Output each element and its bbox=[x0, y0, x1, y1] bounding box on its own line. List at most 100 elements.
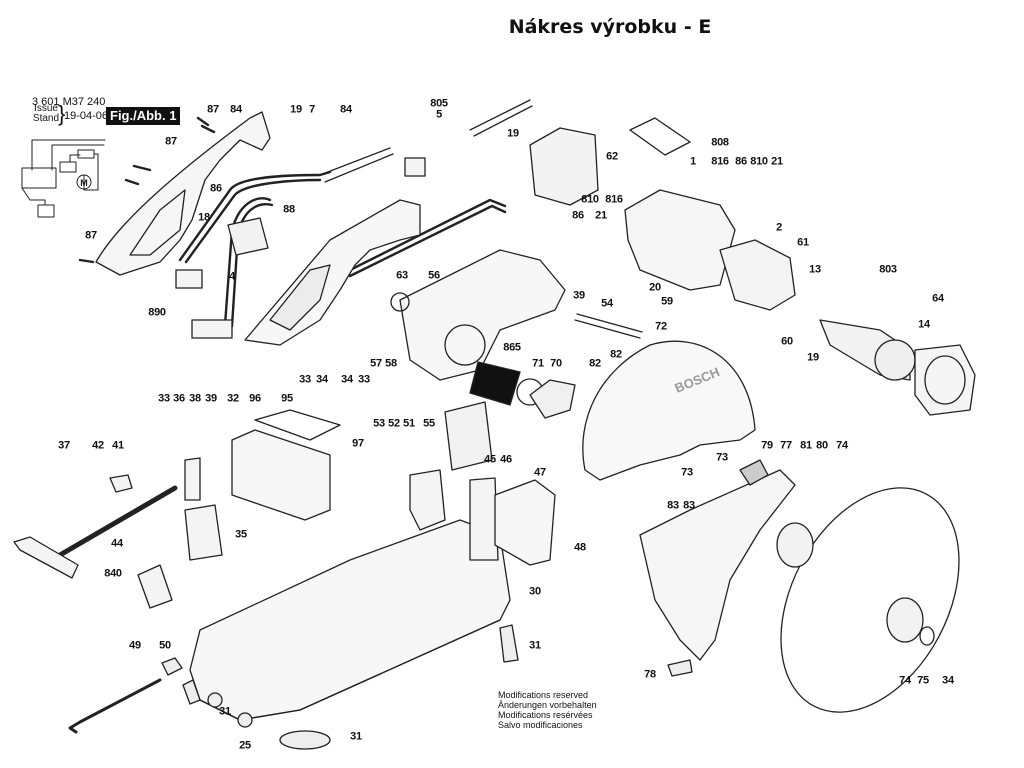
foot-front bbox=[279, 730, 331, 750]
callout-label: 59 bbox=[661, 295, 673, 308]
callout-label: 55 bbox=[423, 417, 435, 430]
hex-wrench bbox=[68, 678, 162, 734]
callout-label: 81 bbox=[800, 439, 812, 452]
base-edge bbox=[199, 619, 501, 721]
callout-label: 1 bbox=[690, 155, 696, 168]
lower-guard bbox=[639, 469, 796, 661]
callout-label: 31 bbox=[350, 730, 362, 743]
callout-label: 42 bbox=[92, 439, 104, 452]
shaft-rod bbox=[574, 313, 643, 339]
callout-label: 58 bbox=[385, 357, 397, 370]
rating-label bbox=[629, 117, 691, 156]
callout-label: 25 bbox=[239, 739, 251, 752]
callout-label: 39 bbox=[573, 289, 585, 302]
figure-label: Fig./Abb. 1 bbox=[106, 107, 181, 125]
callout-label: 18 bbox=[198, 211, 210, 224]
callout-label: 82 bbox=[589, 357, 601, 370]
callout-label: 21 bbox=[771, 155, 783, 168]
callout-label: 37 bbox=[58, 439, 70, 452]
callout-label: 816 bbox=[711, 155, 729, 168]
callout-label: 52 bbox=[388, 417, 400, 430]
callout-label: 49 bbox=[129, 639, 141, 652]
callout-label: 39 bbox=[205, 392, 217, 405]
callout-label: 82 bbox=[610, 348, 622, 361]
callout-label: 64 bbox=[932, 292, 944, 305]
notice-en: Modifications reserved bbox=[498, 690, 589, 700]
callout-label: 78 bbox=[644, 668, 656, 681]
callout-label: 803 bbox=[879, 263, 897, 276]
callout-label: 56 bbox=[428, 269, 440, 282]
callout-label: 890 bbox=[148, 306, 166, 319]
nut bbox=[207, 692, 223, 708]
callout-label: 73 bbox=[681, 466, 693, 479]
callout-label: 34 bbox=[341, 373, 353, 386]
callout-label: 51 bbox=[403, 417, 415, 430]
modifications-notice: Modifications reserved Änderungen vorbeh… bbox=[498, 690, 597, 730]
callout-label: 19 bbox=[290, 103, 302, 116]
callout-label: 96 bbox=[249, 392, 261, 405]
end-shield bbox=[914, 344, 976, 416]
callout-label: 79 bbox=[761, 439, 773, 452]
callout-label: 73 bbox=[716, 451, 728, 464]
callout-label: 87 bbox=[207, 103, 219, 116]
guard-stop bbox=[667, 659, 693, 677]
callout-label: 34 bbox=[316, 373, 328, 386]
vise-spindle bbox=[13, 485, 178, 579]
callout-label: 31 bbox=[529, 639, 541, 652]
wiring-schematic: M bbox=[21, 139, 106, 218]
callout-label: 810 bbox=[750, 155, 768, 168]
callout-label: 86 bbox=[572, 209, 584, 222]
callout-label: 19 bbox=[807, 351, 819, 364]
notice-fr: Modifications resérvées bbox=[498, 710, 593, 720]
callout-label: 60 bbox=[781, 335, 793, 348]
callout-label: 84 bbox=[340, 103, 352, 116]
plug-part bbox=[175, 269, 203, 289]
callout-label: 87 bbox=[85, 229, 97, 242]
cord-sleeve bbox=[319, 147, 394, 183]
wrench-holder bbox=[161, 657, 183, 676]
field-coil bbox=[719, 239, 796, 311]
notice-de: Änderungen vorbehalten bbox=[498, 700, 597, 710]
page-title: Nákres výrobku - E bbox=[508, 16, 712, 38]
side-cover bbox=[494, 479, 556, 566]
callout-label: 33 bbox=[299, 373, 311, 386]
callout-label: 84 bbox=[230, 103, 242, 116]
callout-label: 62 bbox=[606, 150, 618, 163]
issue-label-en: Issue bbox=[34, 103, 58, 114]
callout-label: 5 bbox=[436, 108, 442, 121]
callout-label: 46 bbox=[500, 453, 512, 466]
callout-label: 20 bbox=[649, 281, 661, 294]
callout-label: 74 bbox=[836, 439, 848, 452]
foot-left bbox=[182, 679, 201, 705]
callout-label: 4 bbox=[229, 270, 235, 283]
handle-half-right bbox=[244, 199, 421, 346]
nut-block bbox=[109, 474, 133, 493]
motor-housing bbox=[624, 189, 736, 291]
callout-label: 19 bbox=[507, 127, 519, 140]
callout-label: 95 bbox=[281, 392, 293, 405]
callout-label: 44 bbox=[111, 537, 123, 550]
callout-label: 61 bbox=[797, 236, 809, 249]
callout-label: 2 bbox=[776, 221, 782, 234]
callout-label: 45 bbox=[484, 453, 496, 466]
callout-label: 63 bbox=[396, 269, 408, 282]
callout-label: 72 bbox=[655, 320, 667, 333]
callout-label: 816 bbox=[605, 193, 623, 206]
callout-label: 83 bbox=[667, 499, 679, 512]
callout-label: 805 bbox=[430, 97, 448, 110]
callout-label: 77 bbox=[780, 439, 792, 452]
switch bbox=[227, 217, 269, 256]
pin bbox=[184, 457, 201, 501]
callout-label: 75 bbox=[917, 674, 929, 687]
callout-label: 70 bbox=[550, 357, 562, 370]
callout-label: 21 bbox=[595, 209, 607, 222]
knob bbox=[739, 459, 769, 486]
issue-date: 19-04-06 bbox=[64, 110, 109, 122]
base-plate bbox=[189, 519, 511, 721]
foot-right bbox=[499, 624, 519, 663]
o-ring bbox=[390, 292, 410, 312]
callout-label: 810 bbox=[581, 193, 599, 206]
callout-label: 34 bbox=[942, 674, 954, 687]
callout-label: 865 bbox=[503, 341, 521, 354]
